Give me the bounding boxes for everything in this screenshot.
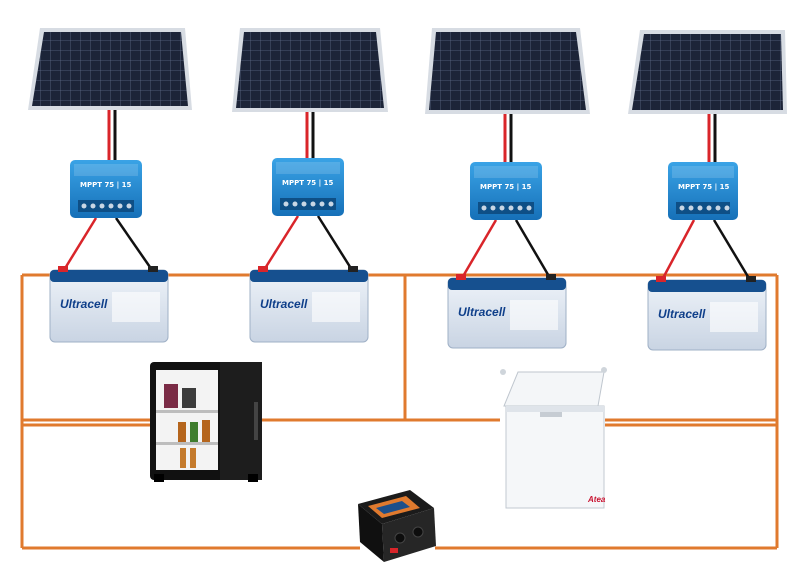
inverter xyxy=(358,490,436,562)
controller-model-label: MPPT 75 | 15 xyxy=(480,183,531,192)
negative-terminal xyxy=(148,266,158,272)
battery-positive-wire xyxy=(62,217,98,271)
positive-terminal xyxy=(456,274,466,280)
solar-unit-4: MPPT 75 | 15 Ultracell xyxy=(628,30,787,351)
controller-model-label: MPPT 75 | 15 xyxy=(80,181,131,190)
battery: Ultracell xyxy=(249,266,369,343)
positive-terminal xyxy=(58,266,68,272)
battery: Ultracell xyxy=(647,276,767,351)
battery-negative-wire xyxy=(514,219,552,279)
battery-positive-wire xyxy=(262,215,300,271)
negative-terminal xyxy=(546,274,556,280)
battery: Ultracell xyxy=(49,266,169,343)
positive-terminal xyxy=(656,276,666,282)
controller-model-label: MPPT 75 | 15 xyxy=(678,183,729,192)
battery: Ultracell xyxy=(447,274,567,349)
battery-brand-label: Ultracell xyxy=(260,297,308,311)
solar-unit-3: MPPT 75 | 15 Ultracell xyxy=(425,28,590,349)
controller-model-label: MPPT 75 | 15 xyxy=(282,179,333,188)
battery-brand-label: Ultracell xyxy=(458,305,506,319)
solar-unit-1: MPPT 75 | 15 Ultracell xyxy=(28,28,192,343)
battery-brand-label: Ultracell xyxy=(658,307,706,321)
positive-terminal xyxy=(258,266,268,272)
solar-panel xyxy=(32,32,188,106)
bus-wiring xyxy=(20,273,779,550)
charge-controller: MPPT 75 | 15 xyxy=(70,160,142,218)
negative-terminal xyxy=(348,266,358,272)
solar-units: MPPT 75 | 15 Ultracell MPPT 75 | 15 Ultrace… xyxy=(28,28,787,351)
battery-positive-wire xyxy=(460,219,498,279)
battery-negative-wire xyxy=(316,215,354,271)
solar-panel xyxy=(236,32,384,108)
negative-terminal xyxy=(746,276,756,282)
mini-fridge xyxy=(150,362,262,482)
battery-negative-wire xyxy=(712,219,752,281)
solar-panel xyxy=(429,32,586,110)
charge-controller: MPPT 75 | 15 xyxy=(272,158,344,216)
chest-freezer: Atea xyxy=(500,367,607,509)
charge-controller: MPPT 75 | 15 xyxy=(668,162,738,220)
charge-controller: MPPT 75 | 15 xyxy=(470,162,542,220)
battery-brand-label: Ultracell xyxy=(60,297,108,311)
solar-panel xyxy=(632,34,783,110)
battery-negative-wire xyxy=(114,217,154,271)
solar-unit-2: MPPT 75 | 15 Ultracell xyxy=(232,28,388,343)
freezer-brand-label: Atea xyxy=(587,495,606,504)
battery-positive-wire xyxy=(660,219,696,281)
